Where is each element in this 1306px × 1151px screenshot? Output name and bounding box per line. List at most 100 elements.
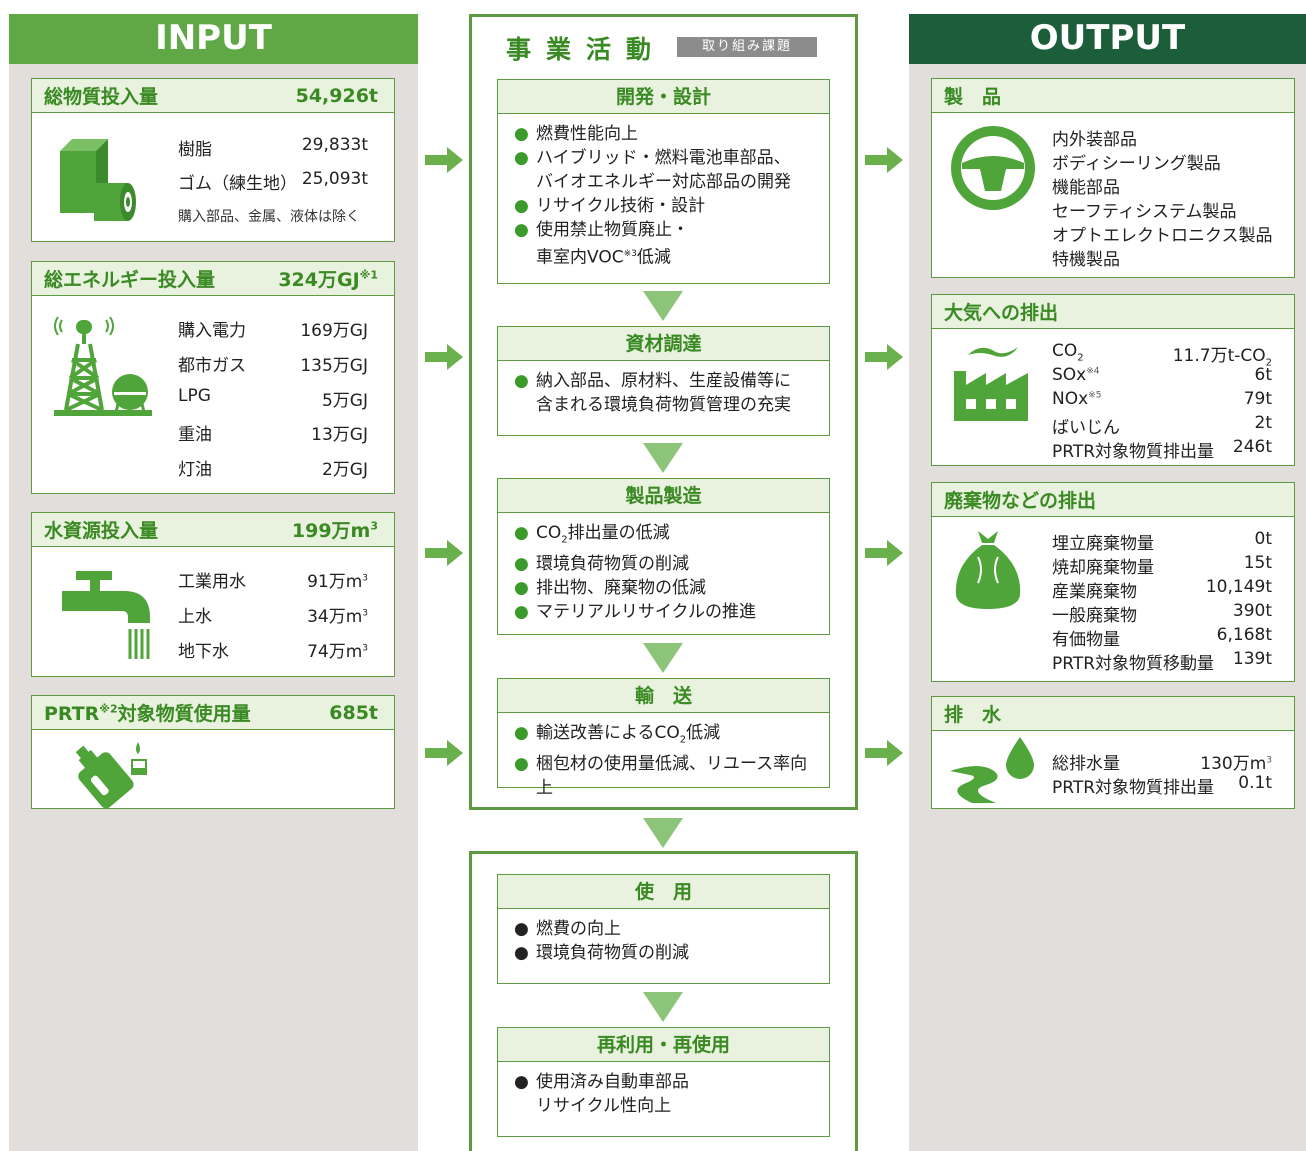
bullet-item: ●環境負荷物質の削減 <box>514 554 689 575</box>
materials-total: 54,926t <box>295 84 378 107</box>
bullet-item: ●輸送改善によるCO2低減 <box>514 723 721 746</box>
gas-tower-icon <box>54 316 152 416</box>
products-title: 製 品 <box>944 86 1002 108</box>
energy-title: 総エネルギー投入量 <box>44 269 216 291</box>
arrow-right-icon <box>425 147 463 173</box>
arrow-right-icon <box>425 344 463 370</box>
materials-box: 総物質投入量 54,926t 樹脂 29,833t ゴム（練生地） 25,093… <box>31 78 395 242</box>
products-header: 製 品 <box>932 79 1294 113</box>
stage-title: 使 用 <box>498 875 829 909</box>
business-activities-title: 事業活動 <box>506 35 667 64</box>
bullet-item: ●リサイクル技術・設計 <box>514 196 706 216</box>
initiatives-tag: 取り組み課題 <box>677 37 817 57</box>
arrow-right-icon <box>865 740 903 766</box>
down-arrow-icon <box>643 643 683 673</box>
output-header: OUTPUT <box>909 14 1306 64</box>
waste-title: 廃棄物などの排出 <box>944 490 1097 512</box>
bullet-item: ●使用済み自動車部品リサイクル性向上 <box>514 1072 689 1116</box>
materials-row: ゴム（練生地） 25,093t <box>178 169 368 194</box>
river-drop-icon <box>950 737 1034 803</box>
energy-total: 324万GJ※1 <box>278 268 378 291</box>
arrow-right-icon <box>425 740 463 766</box>
stage-title: 開発・設計 <box>498 80 829 114</box>
stage-title: 製品製造 <box>498 479 829 513</box>
arrow-right-icon <box>865 344 903 370</box>
bullet-item: ●使用禁止物質廃止・車室内VOC※3低減 <box>514 220 689 268</box>
down-arrow-icon <box>643 818 683 848</box>
water-header: 水資源投入量 199万m3 <box>32 513 394 547</box>
arrow-right-icon <box>425 540 463 566</box>
bullet-item: ●梱包材の使用量低減、リユース率向上 <box>514 754 808 799</box>
stage-title: 輸 送 <box>498 679 829 713</box>
stage-use: 使 用 ●燃費の向上 ●環境負荷物質の削減 <box>497 874 830 984</box>
bullet-item: ●燃費性能向上 <box>514 124 638 144</box>
bullet-item: ●CO2排出量の低減 <box>514 523 670 546</box>
stage-manufacturing: 製品製造 ●CO2排出量の低減 ●環境負荷物質の削減 ●排出物、廃棄物の低減 ●… <box>497 478 830 635</box>
product-item: 機能部品 <box>1052 178 1120 198</box>
bullet-item: ●ハイブリッド・燃料電池車部品、バイオエネルギー対応部品の開発 <box>514 148 791 192</box>
prtr-total: 685t <box>329 701 378 724</box>
materials-row: 樹脂 29,833t <box>178 135 368 160</box>
product-item: 内外装部品 <box>1052 130 1137 150</box>
product-item: セーフティシステム製品 <box>1052 202 1237 222</box>
material-roll-icon <box>60 139 136 221</box>
product-item: ボディシーリング製品 <box>1052 154 1221 174</box>
water-total: 199万m3 <box>291 519 378 542</box>
waste-header: 廃棄物などの排出 <box>932 483 1294 517</box>
stage-development: 開発・設計 ●燃費性能向上 ●ハイブリッド・燃料電池車部品、バイオエネルギー対応… <box>497 79 830 284</box>
bullet-item: ●燃費の向上 <box>514 919 621 939</box>
down-arrow-icon <box>643 443 683 473</box>
materials-title: 総物質投入量 <box>44 86 159 108</box>
materials-note: 購入部品、金属、液体は除く <box>178 209 360 225</box>
stage-procurement: 資材調達 ●納入部品、原材料、生産設備等に含まれる環境負荷物質管理の充実 <box>497 326 830 436</box>
air-header: 大気への排出 <box>932 295 1294 329</box>
stage-transport: 輸 送 ●輸送改善によるCO2低減 ●梱包材の使用量低減、リユース率向上 <box>497 678 830 798</box>
garbage-bag-icon <box>955 531 1021 609</box>
input-header: INPUT <box>9 14 418 64</box>
stage-reuse: 再利用・再使用 ●使用済み自動車部品リサイクル性向上 <box>497 1027 830 1137</box>
bullet-item: ●排出物、廃棄物の低減 <box>514 578 706 599</box>
prtr-header: PRTR※2対象物質使用量 685t <box>32 696 394 730</box>
drain-title: 排 水 <box>944 704 1002 726</box>
bullet-item: ●納入部品、原材料、生産設備等に含まれる環境負荷物質管理の充実 <box>514 371 791 415</box>
prtr-box: PRTR※2対象物質使用量 685t <box>31 695 395 809</box>
product-item: 特機製品 <box>1052 250 1120 270</box>
bullet-item: ●マテリアルリサイクルの推進 <box>514 602 756 623</box>
energy-header: 総エネルギー投入量 324万GJ※1 <box>32 262 394 296</box>
stage-title: 資材調達 <box>498 327 829 361</box>
bullet-item: ●環境負荷物質の削減 <box>514 943 689 963</box>
stage-title: 再利用・再使用 <box>498 1028 829 1062</box>
chemical-bottle-icon <box>75 742 147 808</box>
prtr-title: PRTR※2対象物質使用量 <box>44 702 251 725</box>
arrow-right-icon <box>865 147 903 173</box>
product-item: オプトエレクトロニクス製品 <box>1052 226 1273 246</box>
arrow-right-icon <box>865 540 903 566</box>
drain-header: 排 水 <box>932 697 1294 731</box>
faucet-icon <box>62 571 150 659</box>
